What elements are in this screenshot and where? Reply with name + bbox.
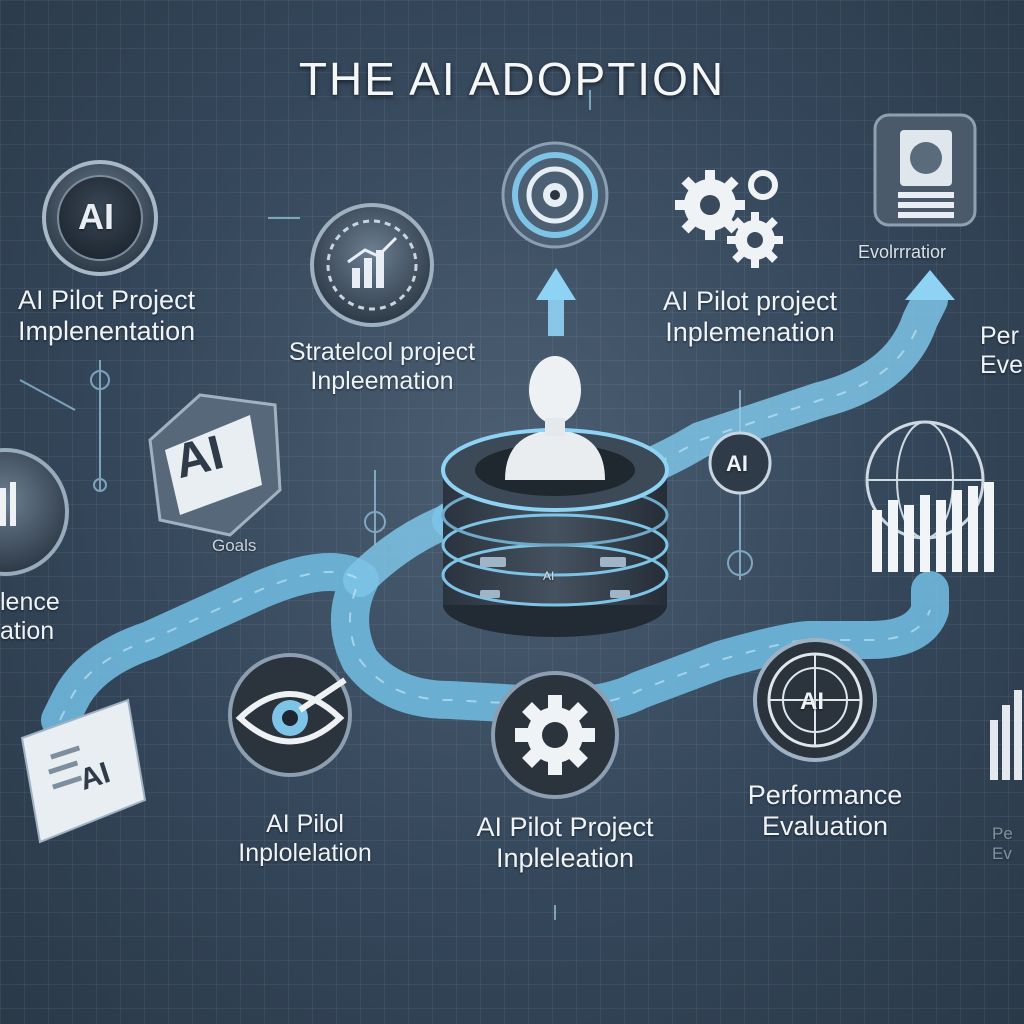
ai-cube-icon bbox=[148, 393, 282, 537]
label-bottom-mid: AI Pilot Project Inpleleation bbox=[440, 812, 690, 874]
label-top-right: AI Pilot project Inplemenation bbox=[620, 286, 880, 348]
label-right-edge: Per Eve bbox=[980, 322, 1023, 380]
arrow-up-center-icon bbox=[536, 268, 576, 300]
bar-chart-edge-icon bbox=[990, 690, 1022, 780]
ai-compass-text: AI bbox=[800, 688, 824, 715]
label-left-edge: lence ation bbox=[0, 588, 60, 646]
label-evolution: Evolrrratior bbox=[858, 242, 947, 262]
strategy-chart-icon bbox=[310, 203, 434, 327]
label-bottom-left: AI Pilol Inplolelation bbox=[210, 810, 400, 868]
chart-badge-left-icon bbox=[0, 448, 69, 576]
diagram-title: THE AI ADOPTION bbox=[298, 53, 726, 105]
ai-badge-top-left-icon bbox=[42, 160, 158, 276]
ai-server-text: AI bbox=[543, 569, 555, 583]
label-left-edge-line1: lence bbox=[0, 588, 60, 616]
label-top-left-line2: Implenentation bbox=[18, 316, 196, 347]
document-stack-icon bbox=[873, 113, 977, 227]
gears-icon bbox=[675, 170, 783, 268]
ai-badge-top-left-text: AI bbox=[78, 196, 114, 237]
label-right-edge-line1: Per bbox=[980, 322, 1019, 350]
label-top-left-line1: AI Pilot Project bbox=[18, 285, 196, 315]
label-bottom-right-line1: Performance bbox=[747, 780, 903, 810]
label-top-right-line1: AI Pilot project bbox=[662, 286, 838, 316]
gear-icon bbox=[491, 671, 619, 799]
ai-path-badge-text: AI bbox=[726, 451, 748, 476]
label-bottom-left-line1: AI Pilol bbox=[266, 810, 344, 838]
label-bottom-right: Performance Evaluation bbox=[720, 780, 930, 842]
label-strategy: Stratelcol project Inpleemation bbox=[262, 338, 502, 396]
person-icon bbox=[505, 356, 605, 480]
target-icon bbox=[501, 141, 609, 249]
globe-bars-icon bbox=[865, 420, 994, 572]
label-right-edge-line2: Eve bbox=[980, 350, 1024, 379]
ai-path-badge-icon bbox=[708, 431, 772, 495]
label-bottom-edge-line1: Pe bbox=[992, 824, 1013, 843]
label-bottom-right-line2: Evaluation bbox=[761, 811, 889, 842]
eye-icon bbox=[228, 653, 352, 777]
arrow-up-right-icon bbox=[905, 270, 955, 300]
label-top-left: AI Pilot Project Implenentation bbox=[18, 285, 195, 347]
label-goals: Goals bbox=[212, 536, 257, 555]
label-strategy-line1: Stratelcol project bbox=[288, 338, 476, 366]
label-bottom-edge-line2: Ev bbox=[992, 843, 1012, 863]
label-bottom-mid-line2: Inpleleation bbox=[495, 843, 635, 874]
ai-document-icon bbox=[20, 698, 147, 844]
ai-compass-icon bbox=[753, 638, 877, 762]
label-bottom-mid-line1: AI Pilot Project bbox=[476, 812, 654, 842]
label-bottom-left-line2: Inplolelation bbox=[238, 838, 372, 867]
label-left-edge-line2: ation bbox=[0, 616, 55, 645]
label-bottom-edge: Pe Ev bbox=[992, 824, 1013, 863]
connector-lines bbox=[19, 90, 753, 920]
label-strategy-line2: Inpleemation bbox=[310, 366, 454, 395]
label-top-right-line2: Inplemenation bbox=[665, 317, 835, 348]
